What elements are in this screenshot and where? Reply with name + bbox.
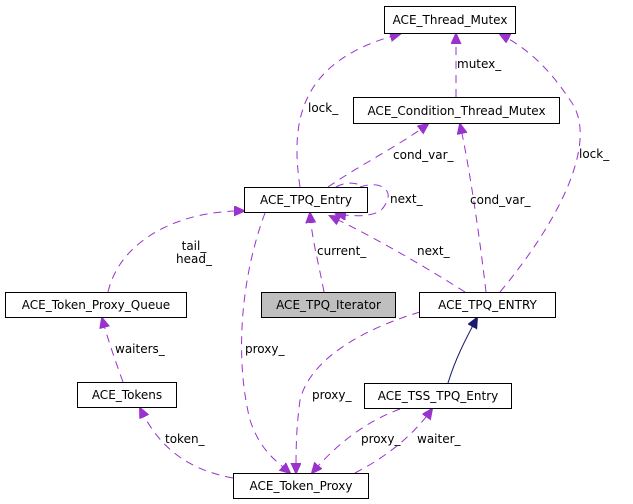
edge-next-self <box>336 184 389 216</box>
edge-lock-upper <box>500 34 581 293</box>
edge-label-next-upper: next_ <box>417 244 450 258</box>
edge-proxy-tpq-entry <box>241 212 290 473</box>
edge-label-proxy-tpq-entry: proxy_ <box>245 342 285 356</box>
edge-waiter <box>354 409 432 474</box>
node-ace-tpq-iterator[interactable]: ACE_TPQ_Iterator <box>261 292 396 318</box>
edge-next-upper <box>330 216 466 293</box>
edge-label-lock: lock_ <box>308 101 339 115</box>
edge-label-cond-var-upper: cond_var_ <box>470 193 531 207</box>
edge-inheritance <box>447 318 477 384</box>
node-ace-thread-mutex[interactable]: ACE_Thread_Mutex <box>384 6 516 34</box>
edge-label-lock-upper: lock_ <box>579 147 610 161</box>
edge-label-tail-head: tail_ head_ <box>176 239 212 266</box>
edge-cond-var-tpq-entry <box>327 124 428 188</box>
edge-label-waiters: waiters_ <box>115 342 165 356</box>
edge-proxy-upper <box>296 311 421 473</box>
edge-waiters <box>102 318 124 383</box>
edge-token <box>140 408 234 479</box>
edge-current <box>310 213 325 293</box>
edge-label-mutex: mutex_ <box>457 57 502 71</box>
node-ace-token-proxy-queue[interactable]: ACE_Token_Proxy_Queue <box>5 292 187 318</box>
edge-label-next-self: next_ <box>390 192 423 206</box>
node-ace-tss-tpq-entry[interactable]: ACE_TSS_TPQ_Entry <box>364 383 512 409</box>
edge-label-current: current_ <box>317 244 367 258</box>
edge-label-waiter: waiter_ <box>417 432 461 446</box>
node-ace-tokens[interactable]: ACE_Tokens <box>77 382 177 408</box>
edge-label-proxy-upper: proxy_ <box>312 388 352 402</box>
edge-lock-tpq-entry <box>296 34 400 188</box>
node-ace-tpq-entry[interactable]: ACE_TPQ_Entry <box>244 187 368 213</box>
edge-tail-head <box>107 211 244 293</box>
edge-label-proxy-tss: proxy_ <box>361 432 401 446</box>
edge-cond-var-upper <box>460 124 487 293</box>
node-ace-token-proxy[interactable]: ACE_Token_Proxy <box>233 473 369 499</box>
edge-label-cond-var: cond_var_ <box>393 148 454 162</box>
edge-label-token: token_ <box>165 432 205 446</box>
node-ace-condition-thread-mutex[interactable]: ACE_Condition_Thread_Mutex <box>353 97 560 124</box>
node-ace-tpq-entry-upper[interactable]: ACE_TPQ_ENTRY <box>419 292 556 318</box>
